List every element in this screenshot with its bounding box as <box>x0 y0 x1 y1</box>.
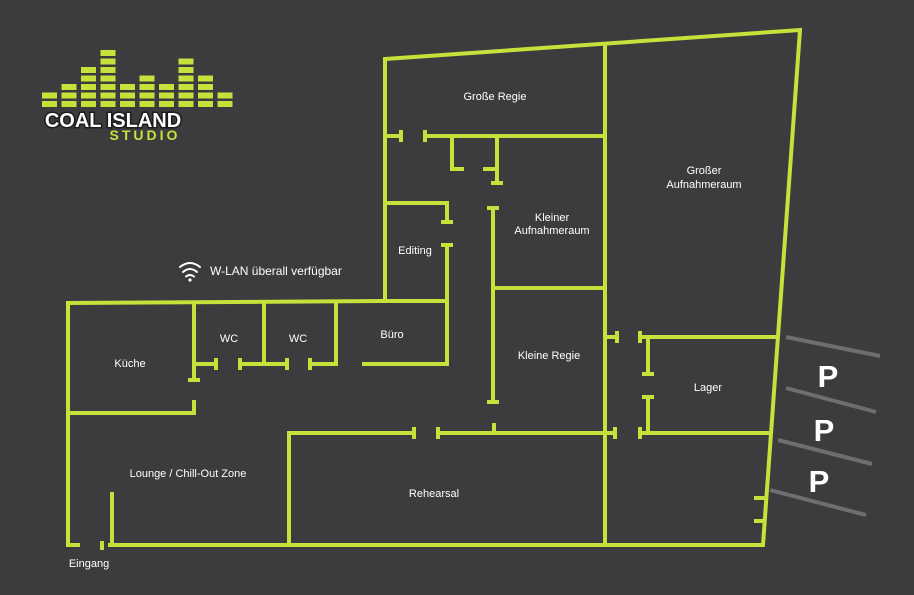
outer-wall-west <box>66 298 388 547</box>
room-grosser-aufnahmeraum-line2: Aufnahmeraum <box>666 179 741 191</box>
logo-subtitle: STUDIO <box>110 127 181 143</box>
entrance-label: Eingang <box>69 558 109 570</box>
room-buero: Büro <box>380 329 403 341</box>
room-editing: Editing <box>398 245 432 257</box>
room-kueche: Küche <box>114 358 145 370</box>
parking-spots: P P P <box>809 359 839 499</box>
outer-wall <box>108 27 803 547</box>
parking-spot-1: P <box>818 359 839 394</box>
parking-lines <box>769 335 881 517</box>
wifi-icon <box>179 262 201 282</box>
room-grosse-regie: Große Regie <box>464 91 527 103</box>
logo-title: COAL ISLAND <box>45 110 181 132</box>
wifi-text: W-LAN überall verfügbar <box>210 264 342 278</box>
equalizer-logo-icon <box>42 50 233 107</box>
room-rehearsal: Rehearsal <box>409 488 459 500</box>
room-lager: Lager <box>694 382 722 394</box>
room-wc-2: WC <box>289 333 307 345</box>
room-kleiner-aufnahmeraum-line2: Aufnahmeraum <box>514 225 589 237</box>
room-kleiner-aufnahmeraum-line1: Kleiner <box>535 212 570 224</box>
room-grosser-aufnahmeraum-line1: Großer <box>687 165 722 177</box>
walls <box>66 27 803 550</box>
logo: COAL ISLAND STUDIO <box>42 50 233 143</box>
room-labels: Große Regie Großer Aufnahmeraum Kleiner … <box>69 91 742 570</box>
parking-spot-2: P <box>814 413 835 448</box>
parking-spot-3: P <box>809 464 830 499</box>
room-lounge: Lounge / Chill-Out Zone <box>130 468 247 480</box>
room-wc-1: WC <box>220 333 238 345</box>
room-kleine-regie: Kleine Regie <box>518 350 580 362</box>
wifi-notice: W-LAN überall verfügbar <box>179 262 342 282</box>
